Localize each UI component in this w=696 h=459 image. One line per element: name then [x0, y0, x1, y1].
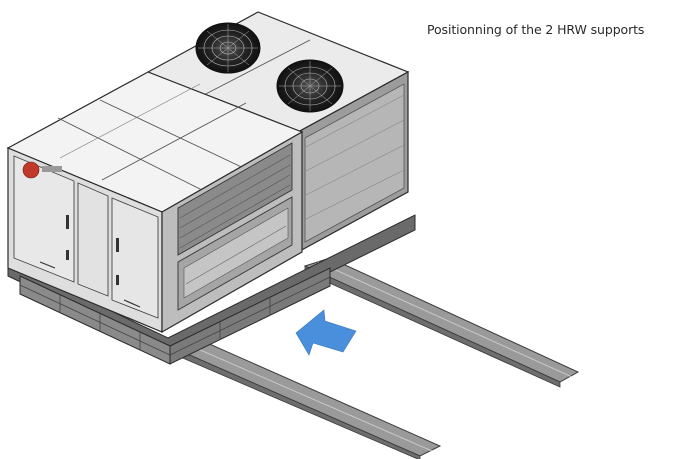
support-rail-front	[176, 341, 442, 459]
diagram-caption: Positionning of the 2 HRW supports	[427, 22, 645, 37]
fan-guard-icon	[276, 59, 344, 113]
fan-guard-icon	[195, 22, 261, 74]
arrow-right-icon	[295, 309, 357, 356]
trane-logo-icon	[22, 161, 62, 179]
support-rail-rear	[303, 257, 580, 388]
base-frame	[7, 214, 416, 365]
air-handling-section	[6, 71, 304, 334]
